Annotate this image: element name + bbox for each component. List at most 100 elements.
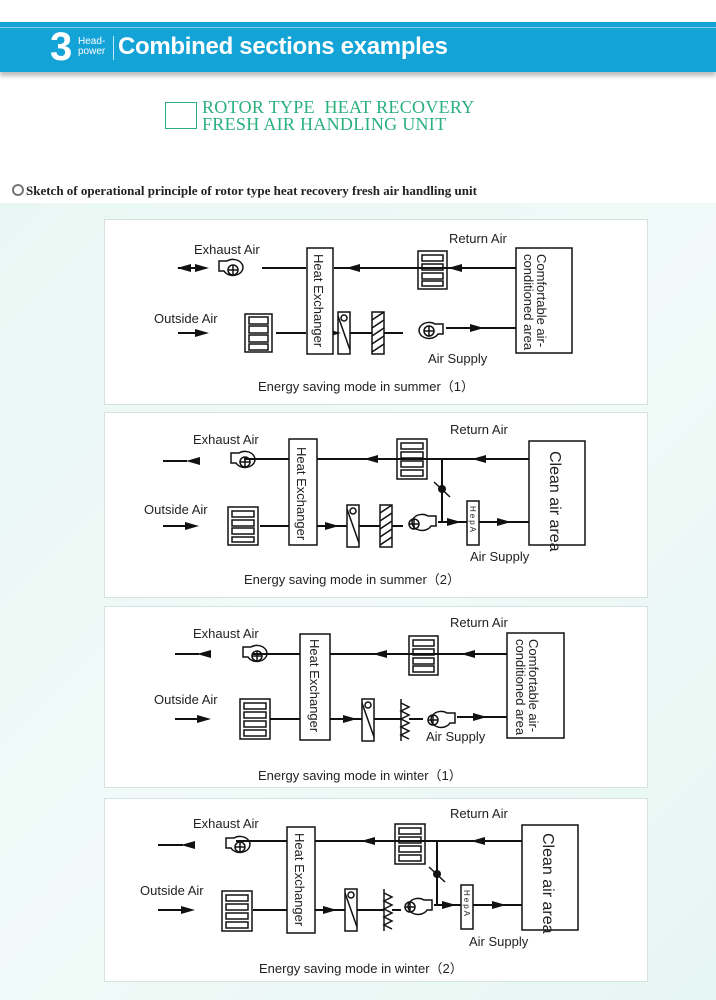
- brand-logo: Head- power: [78, 37, 105, 57]
- brand-line-1: Head-: [78, 36, 106, 47]
- humidifier-icon: [399, 699, 411, 741]
- bullet-circle-icon: [12, 184, 24, 196]
- unit-title-line-1: ROTOR TYPE HEAT RECOVERY: [202, 97, 475, 117]
- hepa-filter-icon: HepA: [466, 500, 480, 546]
- arrow-right-icon: [185, 522, 199, 530]
- supply-fan-icon: [404, 897, 433, 916]
- return-air-filter-icon: [396, 438, 428, 480]
- conditioned-area-box: [515, 247, 573, 354]
- hepa-label: HepA: [462, 890, 471, 918]
- return-air-label: Return Air: [450, 615, 508, 630]
- heat-exchanger-box: [299, 633, 331, 741]
- diagram-panel-summer-1: Heat Exchanger Comfortable air- conditio…: [104, 219, 648, 405]
- heat-exchanger-box: [288, 438, 318, 546]
- supply-fan-icon: [418, 321, 444, 340]
- arrow-right-icon: [492, 901, 506, 909]
- heat-exchanger-label: Heat Exchanger: [307, 639, 322, 733]
- heating-coil-icon: [361, 698, 375, 742]
- diagram-svg: Heat Exchanger HepA Clean air area Exhau…: [144, 422, 586, 587]
- arrow-right-icon: [470, 324, 484, 332]
- outside-air-label: Outside Air: [154, 311, 218, 326]
- air-supply-label: Air Supply: [470, 549, 530, 564]
- arrow-right-icon: [447, 518, 461, 526]
- hepa-label: HepA: [468, 506, 477, 534]
- hatched-filter-icon: [379, 504, 393, 548]
- arrow-right-icon: [181, 906, 195, 914]
- diagram-caption: Energy saving mode in winter（2）: [259, 961, 463, 976]
- diagram-svg: Heat Exchanger HepA Clean air area Exhau…: [140, 806, 579, 976]
- exhaust-air-label: Exhaust Air: [193, 816, 259, 831]
- supply-fan-icon: [427, 710, 456, 729]
- cooling-coil-icon: [346, 504, 360, 548]
- air-supply-label: Air Supply: [426, 729, 486, 744]
- unit-title-box-icon: [165, 102, 197, 129]
- outside-air-label: Outside Air: [140, 883, 204, 898]
- conditioned-area-box: [506, 632, 565, 739]
- exhaust-air-label: Exhaust Air: [193, 432, 259, 447]
- arrow-right-icon: [195, 329, 209, 337]
- clean-air-area-box: [528, 440, 586, 546]
- arrow-left-icon: [197, 650, 211, 658]
- hepa-filter-icon: HepA: [460, 884, 474, 930]
- outside-air-label: Outside Air: [144, 502, 208, 517]
- diagram-caption: Energy saving mode in winter（1）: [258, 768, 462, 783]
- header-divider-line: [0, 27, 716, 28]
- area-label-line-1: Comfortable air-: [534, 254, 549, 347]
- return-air-label: Return Air: [449, 231, 507, 246]
- outside-air-filter-icon: [227, 506, 259, 546]
- flow-arrows: [195, 264, 484, 337]
- clean-air-area-box: [521, 824, 579, 931]
- bypass-damper-icon: [428, 866, 446, 883]
- diagram-svg: Heat Exchanger Comfortable air- conditio…: [154, 615, 565, 783]
- supply-fan-icon: [408, 513, 437, 532]
- sketch-caption: Sketch of operational principle of rotor…: [12, 183, 477, 199]
- heat-exchanger-box: [286, 826, 316, 934]
- heat-exchanger-label: Heat Exchanger: [294, 447, 309, 541]
- area-label-line-2: conditioned area: [513, 639, 528, 736]
- arrow-left-icon: [346, 264, 360, 272]
- arrow-left-icon: [471, 837, 485, 845]
- arrow-left-icon: [472, 455, 486, 463]
- diagram-panel-winter-2: Heat Exchanger HepA Clean air area Exhau…: [104, 798, 648, 982]
- brand-line-2: power: [78, 46, 106, 57]
- air-supply-label: Air Supply: [428, 351, 488, 366]
- return-air-label: Return Air: [450, 422, 508, 437]
- outside-air-label: Outside Air: [154, 692, 218, 707]
- diagram-panel-summer-2: Heat Exchanger HepA Clean air area Exhau…: [104, 412, 648, 598]
- arrow-right-icon: [473, 713, 487, 721]
- heat-exchanger-label: Heat Exchanger: [311, 254, 326, 348]
- unit-title-line-2: FRESH AIR HANDLING UNIT: [202, 114, 447, 134]
- exhaust-fan-icon: [230, 450, 256, 469]
- sketch-caption-text: Sketch of operational principle of rotor…: [26, 183, 477, 198]
- area-label-line-2: conditioned area: [521, 254, 536, 351]
- exhaust-air-label: Exhaust Air: [194, 242, 260, 257]
- exhaust-fan-icon: [218, 258, 244, 277]
- arrow-left-icon: [373, 650, 387, 658]
- return-air-filter-icon: [394, 823, 426, 865]
- heating-coil-icon: [344, 888, 358, 932]
- bypass-damper-icon: [433, 481, 451, 498]
- return-air-filter-icon: [417, 250, 448, 290]
- return-air-filter-icon: [408, 635, 439, 676]
- arrow-left-icon: [364, 455, 378, 463]
- header-separator: [113, 36, 114, 60]
- heat-exchanger-box: [306, 247, 334, 355]
- section-number: 3: [50, 25, 73, 69]
- diagram-caption: Energy saving mode in summer（1）: [258, 379, 474, 394]
- area-label-line-1: Comfortable air-: [526, 639, 541, 732]
- arrow-left-icon: [181, 841, 195, 849]
- arrow-right-icon: [325, 522, 339, 530]
- diagram-panel-winter-1: Heat Exchanger Comfortable air- conditio…: [104, 606, 648, 788]
- outside-air-filter-icon: [244, 313, 273, 353]
- hatched-filter-icon: [371, 311, 385, 355]
- heat-exchanger-label: Heat Exchanger: [292, 833, 307, 927]
- diagram-caption: Energy saving mode in summer（2）: [244, 572, 460, 587]
- arrow-right-icon: [197, 715, 211, 723]
- exhaust-fan-icon: [242, 644, 268, 663]
- area-label-line-1: Clean air area: [546, 451, 563, 552]
- diagram-svg: Heat Exchanger Comfortable air- conditio…: [154, 231, 573, 394]
- exhaust-air-label: Exhaust Air: [193, 626, 259, 641]
- return-air-label: Return Air: [450, 806, 508, 821]
- cooling-coil-icon: [337, 311, 351, 355]
- air-supply-label: Air Supply: [469, 934, 529, 949]
